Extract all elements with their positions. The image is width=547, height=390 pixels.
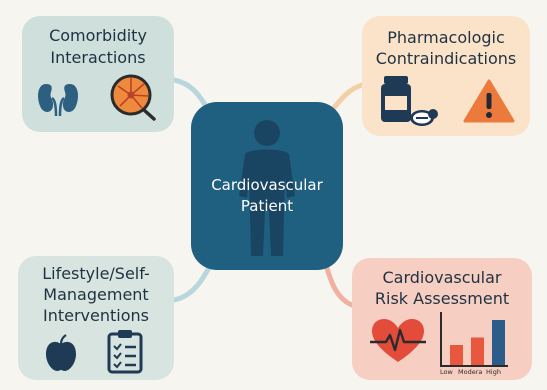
- risk-bar-high: [492, 320, 505, 365]
- pharmacologic-title-line1: Pharmacologic: [387, 28, 505, 47]
- center-label-line1: Cardiovascular: [211, 176, 323, 194]
- lifestyle-title-line1: Lifestyle/Self-: [42, 264, 150, 283]
- pharmacologic-title-line2: Contraindications: [375, 49, 517, 68]
- person-silhouette-icon: [239, 120, 295, 256]
- heart-ecg-icon: [370, 319, 426, 362]
- risk-title-line1: Cardiovascular: [382, 268, 502, 287]
- lifestyle-title-line3: Interventions: [43, 306, 149, 325]
- chart-label-low: Low: [440, 368, 453, 376]
- lifestyle-node: Lifestyle/Self- Management Interventions: [18, 256, 174, 380]
- chart-axis: [440, 312, 508, 367]
- eye-retina-icon: [110, 74, 156, 121]
- clipboard-checklist-icon: [107, 330, 143, 374]
- kidneys-icon: [38, 84, 78, 117]
- comorbidity-node: Comorbidity Interactions: [22, 16, 174, 132]
- apple-icon: [46, 334, 76, 371]
- pharmacologic-node: Pharmacologic Contraindications: [362, 16, 530, 136]
- pill-bottle-icon: [381, 76, 438, 126]
- comorbidity-title-line1: Comorbidity: [49, 26, 147, 45]
- warning-triangle-icon: [463, 79, 515, 123]
- risk-title-line2: Risk Assessment: [374, 289, 510, 308]
- connector-risk: [322, 259, 355, 308]
- comorbidity-title-line2: Interactions: [50, 48, 146, 67]
- cardiovascular-patient-node: Cardiovascular Patient: [191, 102, 343, 270]
- risk-bar-modera: [471, 337, 484, 365]
- risk-assessment-node: Cardiovascular Risk Assessment Low Moder…: [352, 258, 532, 380]
- chart-label-moderate: Modera: [458, 368, 483, 376]
- bar-chart-icon: [440, 312, 508, 367]
- center-label-line2: Patient: [240, 197, 294, 215]
- risk-bar-low: [450, 345, 463, 365]
- lifestyle-title-line2: Management: [43, 285, 149, 304]
- chart-label-high: High: [486, 368, 501, 376]
